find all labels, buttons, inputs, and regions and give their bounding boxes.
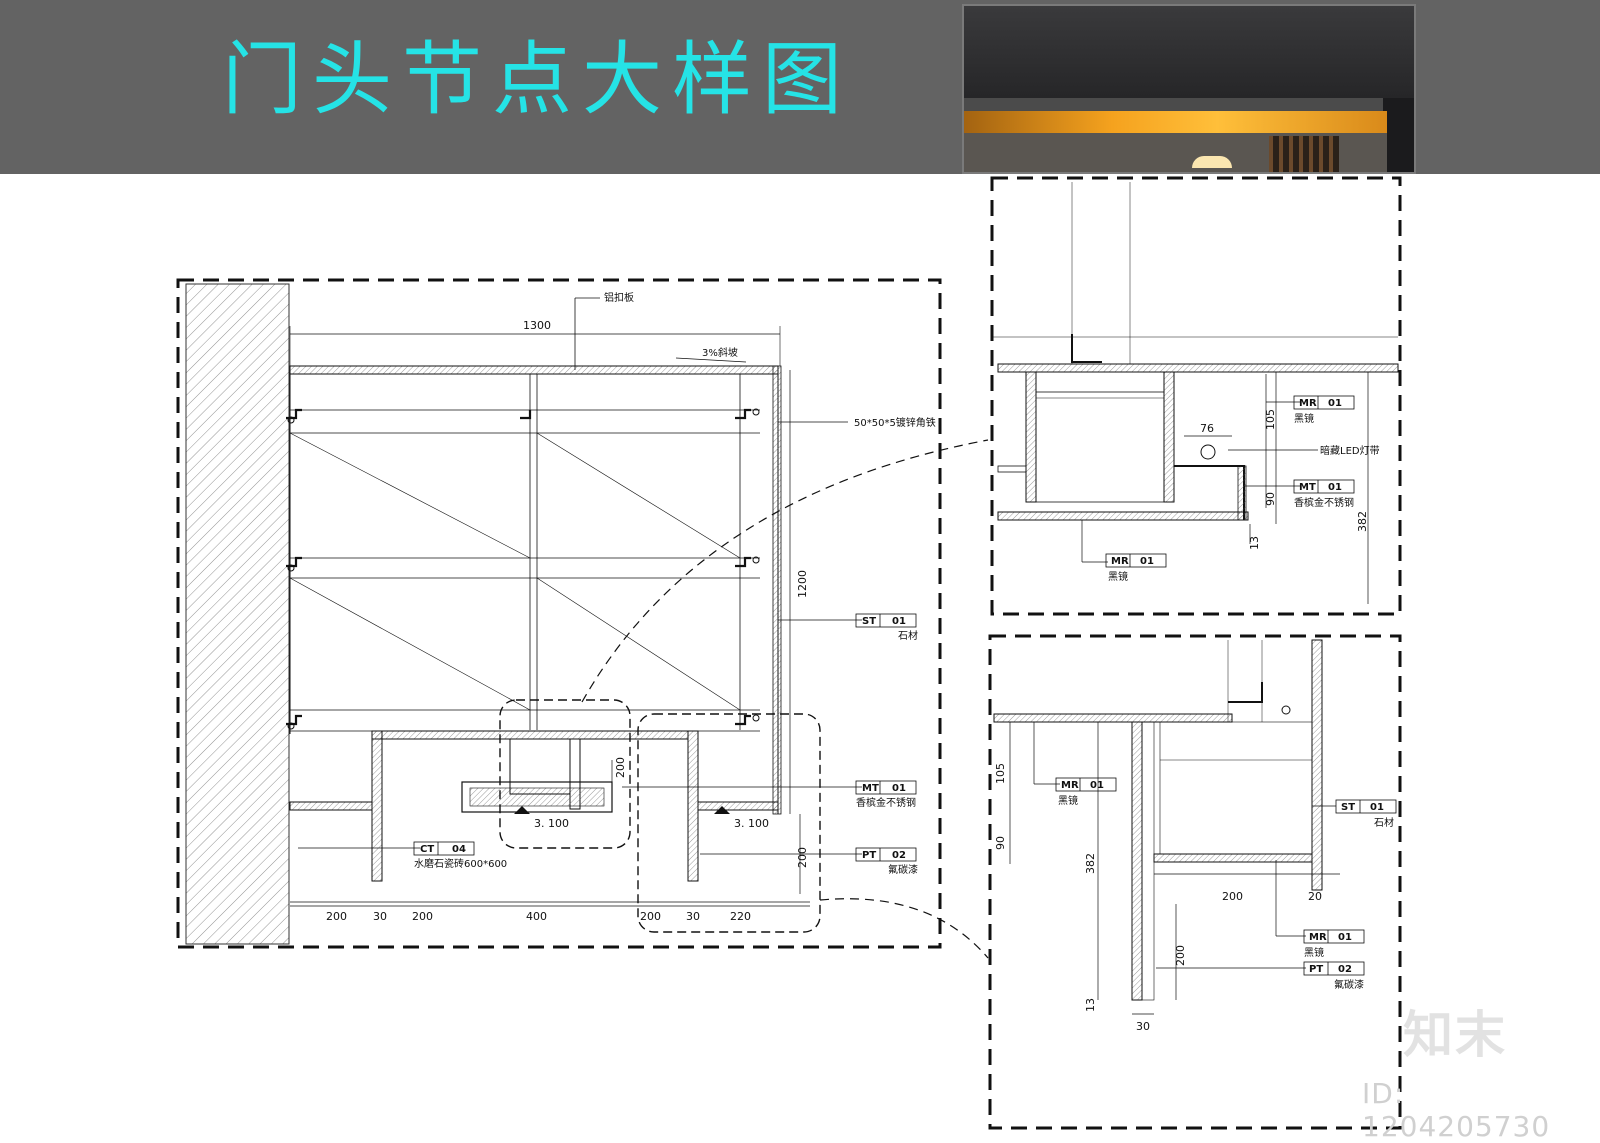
wall-hatch xyxy=(185,283,290,945)
slope-label: 3%斜坡 xyxy=(702,346,738,359)
bottom-dim-5: 200 xyxy=(640,910,661,923)
detail-b-dim-30: 30 xyxy=(1136,1020,1150,1033)
ct-tag-num: 04 xyxy=(452,844,466,855)
detail-b-text: MR 01 黑镜 ST 01 石材 MR 01 黑镜 PT 02 氟碳漆 105… xyxy=(994,763,1394,1033)
detail-b-mr-bottom-num: 01 xyxy=(1338,932,1352,943)
detail-b-pt-code: PT xyxy=(1309,964,1323,975)
page-title: 门头节点大样图 xyxy=(222,33,852,126)
detail-a-dim-105: 105 xyxy=(1264,409,1277,430)
detail-b-pt-num: 02 xyxy=(1338,964,1352,975)
detail-b-dim-200-h: 200 xyxy=(1222,890,1243,903)
detail-b-st-num: 01 xyxy=(1370,802,1384,813)
ct-tag-text: 水磨石瓷砖600*600 xyxy=(414,857,507,870)
dim-76: 76 xyxy=(1200,422,1214,435)
detail-a-mr-bottom-code: MR xyxy=(1111,556,1129,567)
detail-b-mr-left-text: 黑镜 xyxy=(1058,794,1078,807)
dim-200-vertical: 200 xyxy=(614,757,627,778)
detail-b-mr-bottom-text: 黑镜 xyxy=(1304,946,1324,959)
watermark-id: ID: 1204205730 xyxy=(1362,1077,1551,1143)
width-dimension: 1300 xyxy=(523,319,551,332)
detail-b-dim-200-v: 200 xyxy=(1174,945,1187,966)
ct-tag-code: CT xyxy=(420,844,434,855)
detail-b-dim-382: 382 xyxy=(1084,853,1097,874)
aluminum-panel-label: 铝扣板 xyxy=(604,291,634,304)
pt-tag-num: 02 xyxy=(892,850,906,861)
detail-b-mr-left-num: 01 xyxy=(1090,780,1104,791)
led-strip-label: 暗藏LED灯带 xyxy=(1320,444,1380,457)
detail-a-dim-90: 90 xyxy=(1264,492,1277,506)
angle-iron-label: 50*50*5镀锌角铁 xyxy=(854,416,936,429)
detail-b-mr-bottom-code: MR xyxy=(1309,932,1327,943)
pt-tag-text: 氟碳漆 xyxy=(888,863,918,876)
st-tag-text: 石材 xyxy=(898,629,918,642)
elevation-left: 3. 100 xyxy=(534,817,569,830)
detail-a-frame xyxy=(990,176,1402,616)
detail-a-dim-13: 13 xyxy=(1248,536,1261,550)
detail-a-text: MR 01 黑镜 暗藏LED灯带 76 MT 01 香槟金不锈钢 MR 01 黑… xyxy=(1108,398,1380,583)
storefront-photo-icon xyxy=(962,4,1416,174)
detail-a-mt-num: 01 xyxy=(1328,482,1342,493)
detail-b-frame xyxy=(988,634,1402,1130)
bottom-dim-3: 200 xyxy=(412,910,433,923)
bottom-dim-1: 200 xyxy=(326,910,347,923)
detail-a-mr-top-text: 黑镜 xyxy=(1294,412,1314,425)
detail-a-mt-code: MT xyxy=(1299,482,1316,493)
detail-b-bubble xyxy=(637,713,821,933)
detail-a-mr-top-code: MR xyxy=(1299,398,1317,409)
dim-200-vertical-2: 200 xyxy=(796,847,809,868)
bottom-dim-6: 30 xyxy=(686,910,700,923)
detail-b-dim-20: 20 xyxy=(1308,890,1322,903)
bottom-dim-2: 30 xyxy=(373,910,387,923)
main-view-frame xyxy=(176,278,942,949)
mt-tag-num: 01 xyxy=(892,783,906,794)
st-tag-num: 01 xyxy=(892,616,906,627)
detail-a-view xyxy=(990,176,1402,616)
mt-tag-code: MT xyxy=(862,783,879,794)
detail-a-mr-bottom-text: 黑镜 xyxy=(1108,570,1128,583)
detail-b-dim-105: 105 xyxy=(994,763,1007,784)
bottom-dim-7: 220 xyxy=(730,910,751,923)
height-dimension: 1200 xyxy=(796,570,809,598)
st-tag-code: ST xyxy=(862,616,876,627)
watermark-logo: 知末 xyxy=(1403,1006,1507,1064)
detail-b-pt-text: 氟碳漆 xyxy=(1334,978,1364,991)
detail-b-st-text: 石材 xyxy=(1374,816,1394,829)
header-bar: 门头节点大样图 xyxy=(0,0,1600,174)
main-section-view xyxy=(176,278,989,959)
detail-b-mr-left-code: MR xyxy=(1061,780,1079,791)
pt-tag-code: PT xyxy=(862,850,876,861)
detail-a-bubble xyxy=(499,699,631,849)
detail-a-mr-top-num: 01 xyxy=(1328,398,1342,409)
elevation-right: 3. 100 xyxy=(734,817,769,830)
mt-tag-text: 香槟金不锈钢 xyxy=(856,796,916,809)
detail-a-mt-text: 香槟金不锈钢 xyxy=(1294,496,1354,509)
detail-b-view xyxy=(988,634,1402,1130)
detail-drawing: 铝扣板 1300 3%斜坡 50*50*5镀锌角铁 1200 ST 01 石材 … xyxy=(176,176,1402,1130)
detail-a-dim-382: 382 xyxy=(1356,511,1369,532)
detail-b-st-code: ST xyxy=(1341,802,1355,813)
detail-b-dim-13: 13 xyxy=(1084,998,1097,1012)
detail-a-mr-bottom-num: 01 xyxy=(1140,556,1154,567)
bottom-dim-4: 400 xyxy=(526,910,547,923)
main-view-text: 铝扣板 1300 3%斜坡 50*50*5镀锌角铁 1200 ST 01 石材 … xyxy=(326,291,936,923)
detail-b-dim-90: 90 xyxy=(994,836,1007,850)
